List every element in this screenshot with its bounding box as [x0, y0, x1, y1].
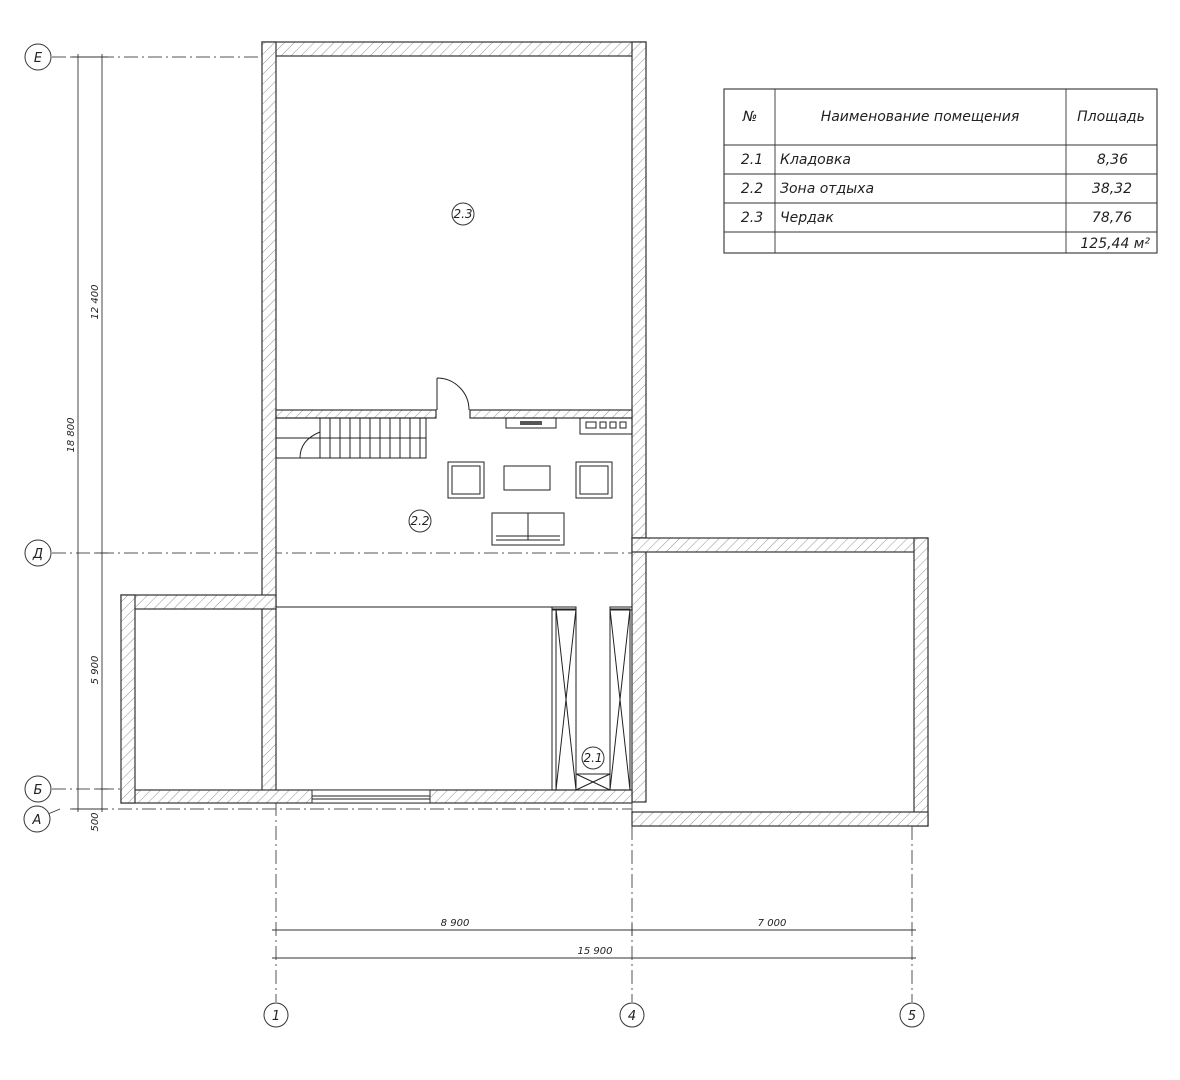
- row-num: 2.2: [741, 181, 763, 197]
- table-header-area: Площадь: [1077, 109, 1145, 125]
- table-row: 2.2 Зона отдыха 38,32: [741, 181, 1132, 197]
- dim-500: 500: [90, 812, 101, 831]
- grid-axes: [52, 56, 913, 1002]
- row-name: Кладовка: [780, 152, 851, 168]
- row-name: Чердак: [780, 210, 834, 226]
- table-row: 2.3 Чердак 78,76: [741, 210, 1132, 226]
- row-area: 78,76: [1092, 210, 1132, 226]
- room-table: № Наименование помещения Площадь 2.1 Кла…: [723, 88, 1158, 254]
- room-tag-2-1: 2.1: [581, 746, 605, 770]
- table-total: 125,44 м²: [1080, 236, 1150, 252]
- door: [436, 377, 470, 411]
- row-area: 8,36: [1097, 152, 1128, 168]
- row-area: 38,32: [1092, 181, 1132, 197]
- vertical-dimensions: 18 800 12 400 5 900 500: [66, 54, 108, 832]
- dim-12400: 12 400: [90, 285, 101, 320]
- room-tag-2-3: 2.3: [451, 202, 475, 226]
- staircase: [275, 417, 427, 459]
- row-num: 2.1: [741, 152, 763, 168]
- axis-marker-5: 5: [899, 1002, 925, 1028]
- row-num: 2.3: [741, 210, 763, 226]
- room-tag-2-2: 2.2: [408, 509, 432, 533]
- table-header-num: №: [742, 109, 758, 125]
- dim-8900: 8 900: [441, 918, 470, 929]
- axis-marker-E: Е: [24, 43, 52, 71]
- furniture: [447, 417, 633, 546]
- dim-18800: 18 800: [66, 418, 77, 453]
- axis-marker-D: Д: [24, 539, 52, 567]
- axis-label: Б: [34, 783, 43, 798]
- axis-marker-A: А: [23, 805, 61, 833]
- axis-label: 1: [272, 1009, 280, 1024]
- room-tag-label: 2.2: [410, 514, 429, 528]
- table-row: 2.1 Кладовка 8,36: [741, 152, 1128, 168]
- axis-marker-1: 1: [263, 1002, 289, 1028]
- axis-label: 4: [628, 1009, 636, 1024]
- room-tag-label: 2.3: [453, 207, 472, 221]
- dim-7000: 7 000: [758, 918, 787, 929]
- axis-label: А: [32, 813, 42, 828]
- dim-5900: 5 900: [90, 656, 101, 685]
- axis-label: 5: [908, 1009, 916, 1024]
- room-tag-label: 2.1: [583, 751, 602, 765]
- horizontal-dimensions: 8 900 7 000 15 900: [272, 918, 916, 959]
- window: [311, 789, 431, 804]
- axis-label: Е: [34, 51, 43, 66]
- axis-marker-4: 4: [619, 1002, 645, 1028]
- dim-15900: 15 900: [578, 946, 613, 957]
- row-name: Зона отдыха: [780, 181, 874, 197]
- axis-marker-B: Б: [24, 775, 52, 803]
- axis-label: Д: [32, 547, 43, 562]
- table-header-name: Наименование помещения: [821, 109, 1020, 125]
- storage-wardrobes: [276, 606, 633, 791]
